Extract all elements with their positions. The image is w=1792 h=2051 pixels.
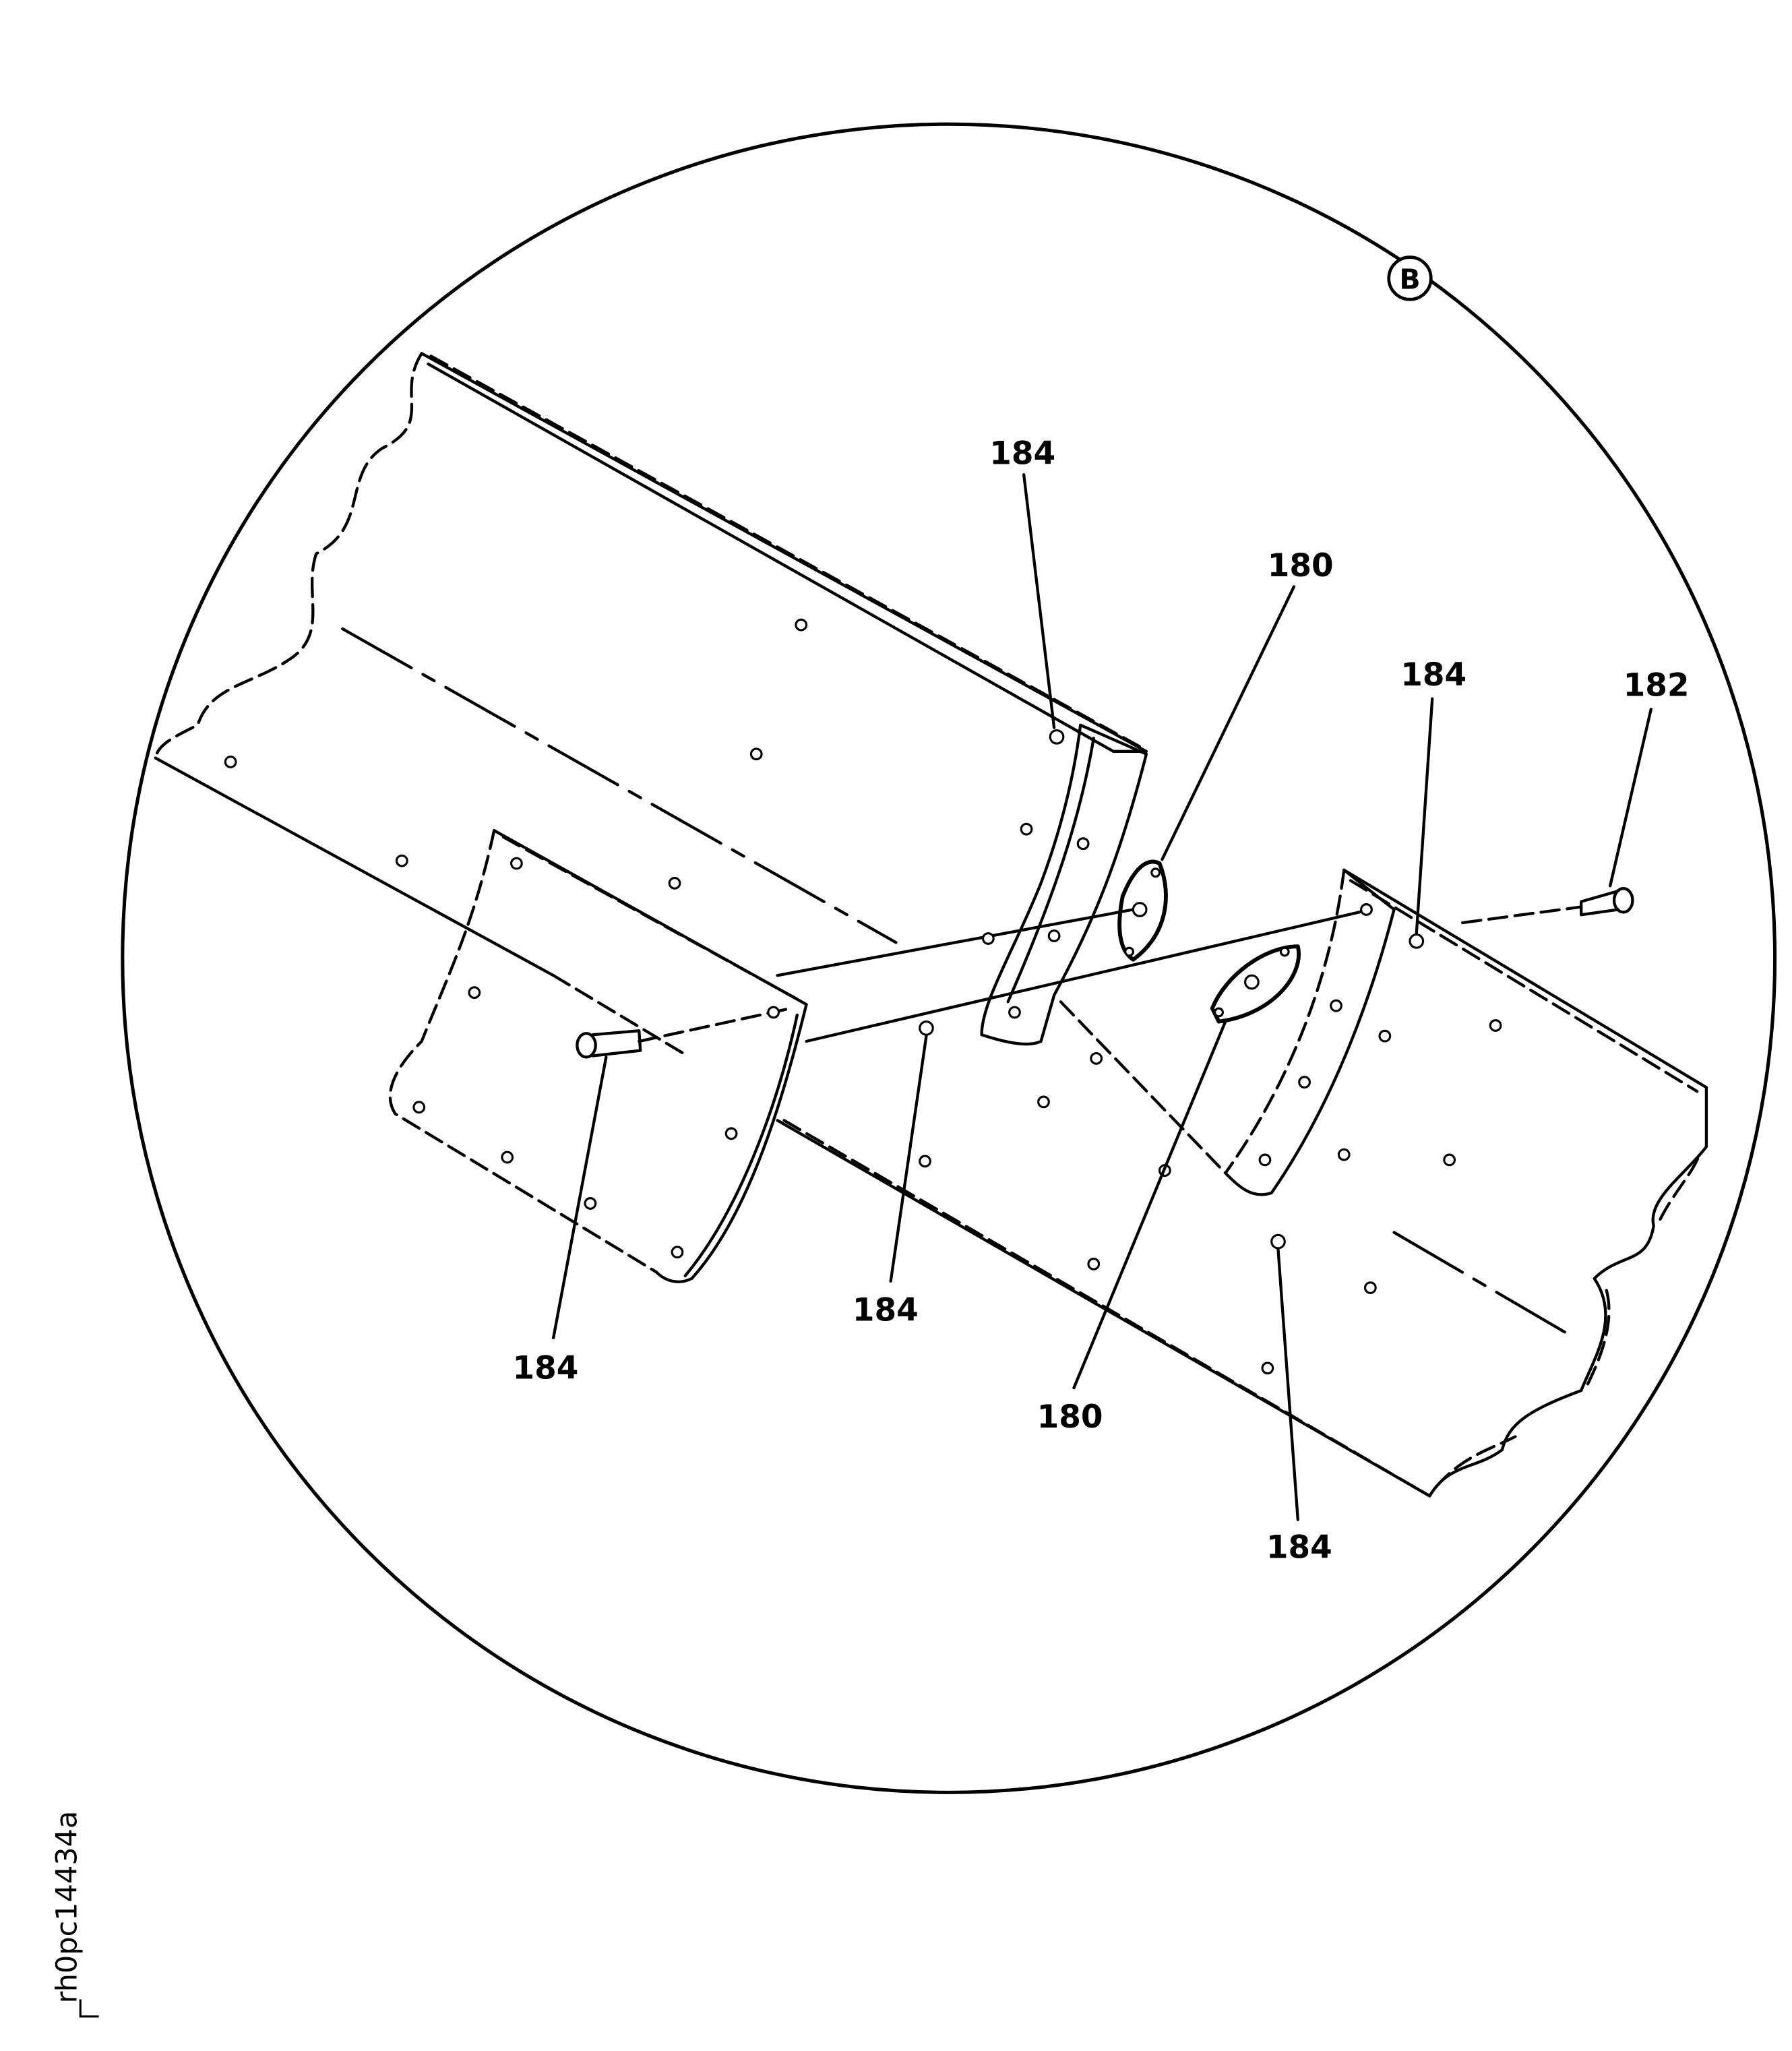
bolt-182 [1580,887,1634,917]
left-doubler [388,828,808,1283]
figure-id: rh0pc14434a [50,1811,99,2018]
plate-nut-lower [1210,944,1301,1024]
view-callout-b: B [1387,255,1433,301]
callout-leaders [552,473,1652,1521]
skin-panel [154,352,1708,1498]
center-flange [980,723,1148,1046]
plate-nut-upper [1117,859,1168,962]
callout-label-180: 180 [1268,547,1334,584]
detail-view-circle [121,122,1777,1794]
callout-label-180: 180 [1037,1399,1103,1436]
callout-label-184: 184 [989,435,1055,472]
svg-text:B: B [1399,264,1420,296]
callout-label-184: 184 [853,1291,919,1328]
rivet-holes [224,618,1502,1375]
callout-label-184: 184 [512,1349,578,1386]
right-skin-panel [1342,868,1708,1149]
svg-text:rh0pc14434a: rh0pc14434a [50,1811,84,2004]
assembly-centerlines [638,905,1583,1043]
bolt-184 [576,1029,642,1059]
callout-label-182: 182 [1624,667,1690,704]
right-bracket [1059,868,1396,1196]
callout-label-184: 184 [1400,656,1466,694]
callout-label-184: 184 [1266,1529,1332,1566]
